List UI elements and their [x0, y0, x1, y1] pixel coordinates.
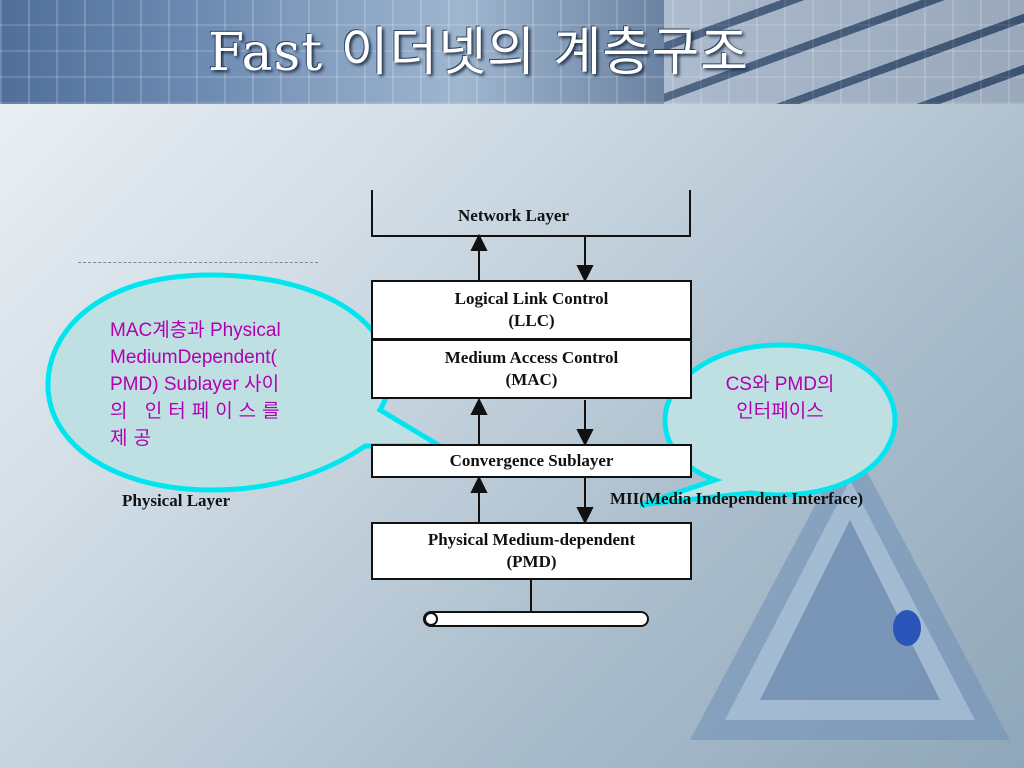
title-banner: Fast 이더넷의 계층구조 [0, 0, 1024, 104]
dashed-divider [78, 262, 318, 263]
pmd-box: Physical Medium-dependent (PMD) [371, 522, 692, 580]
arrow-up-icon [470, 475, 488, 493]
llc-box: Logical Link Control (LLC) [371, 280, 692, 340]
network-layer-bracket [371, 190, 691, 237]
medium-end-icon [424, 612, 438, 626]
physical-layer-label: Physical Layer [122, 491, 231, 510]
arrow-down-icon [576, 507, 594, 525]
left-callout-line: MAC계층과 Physical [110, 320, 281, 341]
arrow-up-icon [470, 233, 488, 251]
right-callout-line: 인터페이스 [736, 401, 824, 422]
left-callout-text: MAC계층과 Physical MediumDependent( PMD) Su… [110, 317, 335, 452]
mac-label: Medium Access Control [444, 348, 619, 367]
arrow-down-icon [576, 429, 594, 447]
mac-abbrev: (MAC) [505, 370, 558, 389]
convergence-label: Convergence Sublayer [449, 451, 614, 470]
right-callout-line: CS와 PMD의 [725, 374, 835, 395]
mac-box: Medium Access Control (MAC) [371, 339, 692, 399]
llc-abbrev: (LLC) [508, 311, 555, 330]
physical-medium-bar [423, 611, 649, 627]
decorative-dot-icon [893, 610, 921, 646]
left-callout-line: 제공 [110, 428, 157, 449]
banner-keyboard-image [664, 0, 1024, 104]
llc-label: Logical Link Control [454, 289, 609, 308]
pmd-abbrev: (PMD) [506, 552, 557, 571]
convergence-sublayer-box: Convergence Sublayer [371, 444, 692, 478]
decorative-triangle [690, 440, 1010, 740]
mii-label: MII(Media Independent Interface) [610, 489, 864, 508]
arrow-down-icon [576, 265, 594, 283]
left-callout-line: PMD) Sublayer 사이 [110, 374, 280, 395]
left-callout-line: 의 인터페이스를 [110, 401, 286, 422]
network-layer-label: Network Layer [458, 206, 569, 225]
right-callout-text: CS와 PMD의 인터페이스 [700, 371, 860, 425]
page-title: Fast 이더넷의 계층구조 [208, 23, 749, 83]
arrow-up-icon [470, 397, 488, 415]
left-callout-line: MediumDependent( [110, 347, 277, 368]
pmd-label: Physical Medium-dependent [427, 530, 636, 549]
